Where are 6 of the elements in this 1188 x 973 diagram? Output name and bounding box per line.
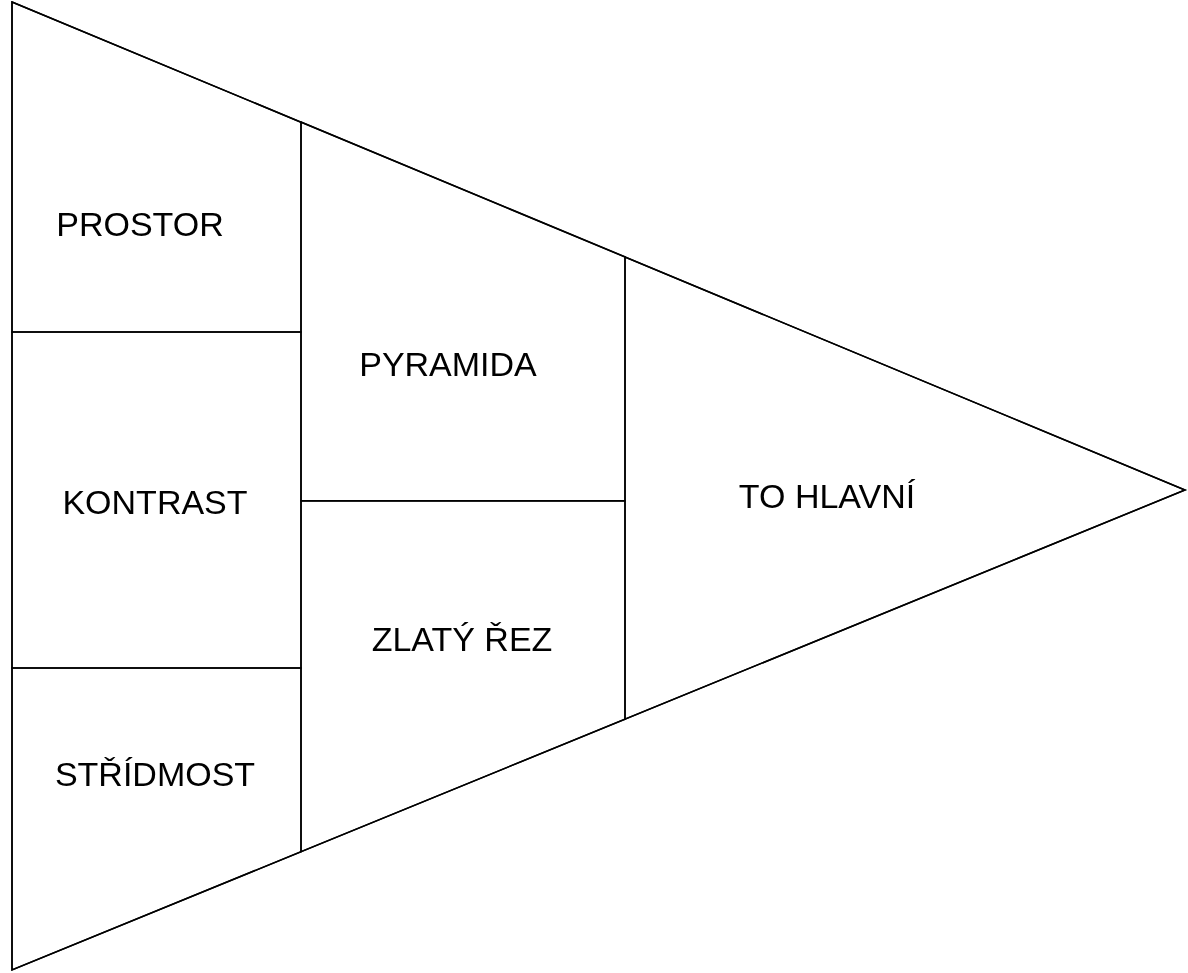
segment-label: KONTRAST [62,484,248,522]
segment-label: STŘÍDMOST [54,756,256,794]
segment-label: TO HLAVNÍ [738,478,916,516]
segment-label: PROSTOR [56,206,224,244]
segment-label: ZLATÝ ŘEZ [371,621,553,659]
segment-label: PYRAMIDA [359,346,537,384]
